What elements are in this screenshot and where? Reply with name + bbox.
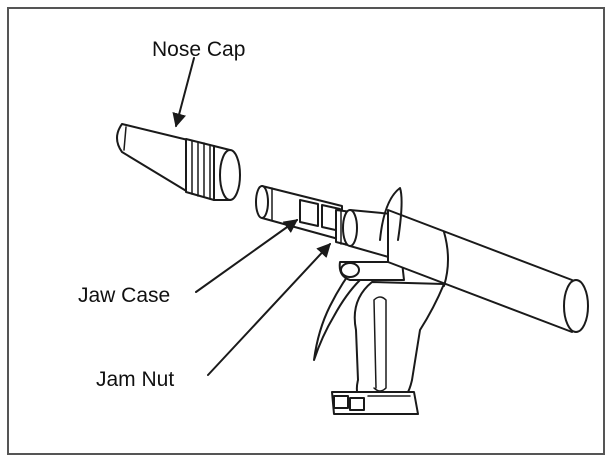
jam-nut-arrow [207, 242, 331, 376]
rivet-tool-body [313, 187, 589, 415]
jaw-case-part [255, 185, 343, 241]
diagram-frame [7, 7, 605, 455]
jam-nut-label: Jam Nut [96, 368, 174, 391]
jaw-case-arrow [195, 219, 299, 293]
nose-cap-part [116, 123, 241, 201]
nose-cap-label: Nose Cap [152, 38, 245, 61]
jaw-case-label: Jaw Case [78, 284, 170, 307]
nose-cap-arrow [172, 57, 195, 128]
